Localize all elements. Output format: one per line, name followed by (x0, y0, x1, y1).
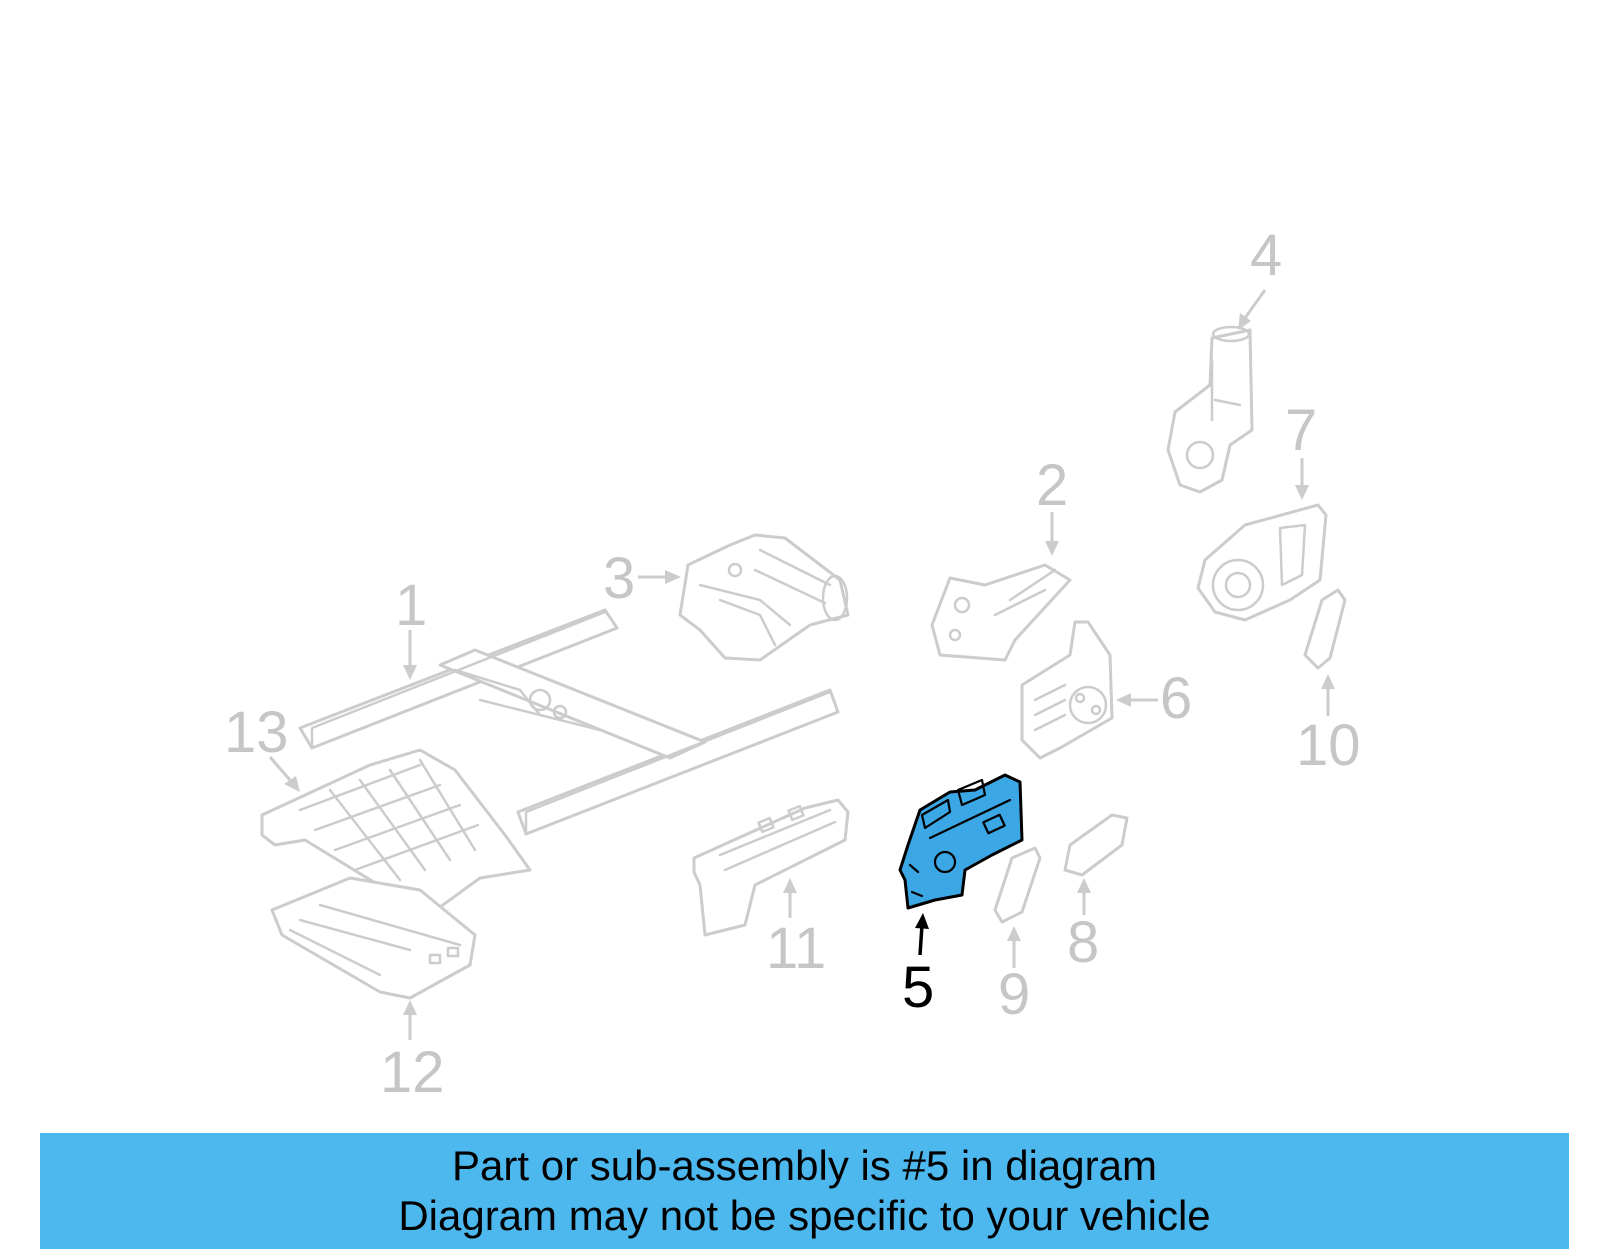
part-10-cover[interactable] (1303, 588, 1347, 670)
callout-3: 3 (603, 546, 635, 611)
callout-4: 4 (1250, 223, 1282, 288)
part-12-cushion-pan[interactable] (270, 876, 477, 1000)
part-7-lumbar-pump[interactable] (1196, 503, 1328, 622)
callout-12: 12 (380, 1040, 445, 1105)
leader-3 (638, 570, 681, 584)
leader-11 (783, 878, 797, 918)
part-1-seat-track[interactable] (298, 608, 840, 836)
leader-9 (1007, 926, 1021, 968)
banner-line-disclaimer: Diagram may not be specific to your vehi… (398, 1192, 1211, 1239)
leader-5 (915, 913, 929, 956)
part-9-trim[interactable] (993, 846, 1042, 924)
callout-11: 11 (766, 916, 826, 981)
leader-6 (1116, 693, 1158, 707)
leader-10 (1321, 674, 1335, 716)
callout-10: 10 (1296, 713, 1361, 778)
callout-9: 9 (998, 962, 1030, 1027)
banner-line-part: Part or sub-assembly is #5 in diagram (452, 1142, 1157, 1189)
part-13-cushion-frame[interactable] (260, 748, 532, 920)
leader-8 (1077, 878, 1091, 915)
callout-8: 8 (1067, 910, 1099, 975)
leader-1 (403, 630, 417, 680)
callout-6: 6 (1160, 666, 1192, 731)
info-banner: Part or sub-assembly is #5 in diagram Di… (40, 1133, 1569, 1249)
callout-13: 13 (224, 700, 289, 765)
part-2-bracket[interactable] (930, 563, 1072, 662)
part-5-highlighted-module[interactable] (898, 773, 1024, 910)
leader-2 (1045, 512, 1059, 556)
callout-2: 2 (1036, 453, 1068, 518)
leader-13 (268, 756, 300, 792)
callout-5: 5 (902, 955, 934, 1020)
part-6-module[interactable] (1020, 620, 1114, 760)
callout-1: 1 (395, 573, 427, 638)
part-3-motor[interactable] (678, 533, 850, 662)
leader-7 (1295, 458, 1309, 500)
part-8-trim[interactable] (1063, 813, 1129, 877)
callout-7: 7 (1285, 398, 1317, 463)
leader-12 (403, 1000, 417, 1040)
part-4-vertical-motor[interactable] (1166, 325, 1254, 494)
part-11-switch-housing[interactable] (692, 798, 850, 937)
leader-4 (1238, 289, 1267, 330)
